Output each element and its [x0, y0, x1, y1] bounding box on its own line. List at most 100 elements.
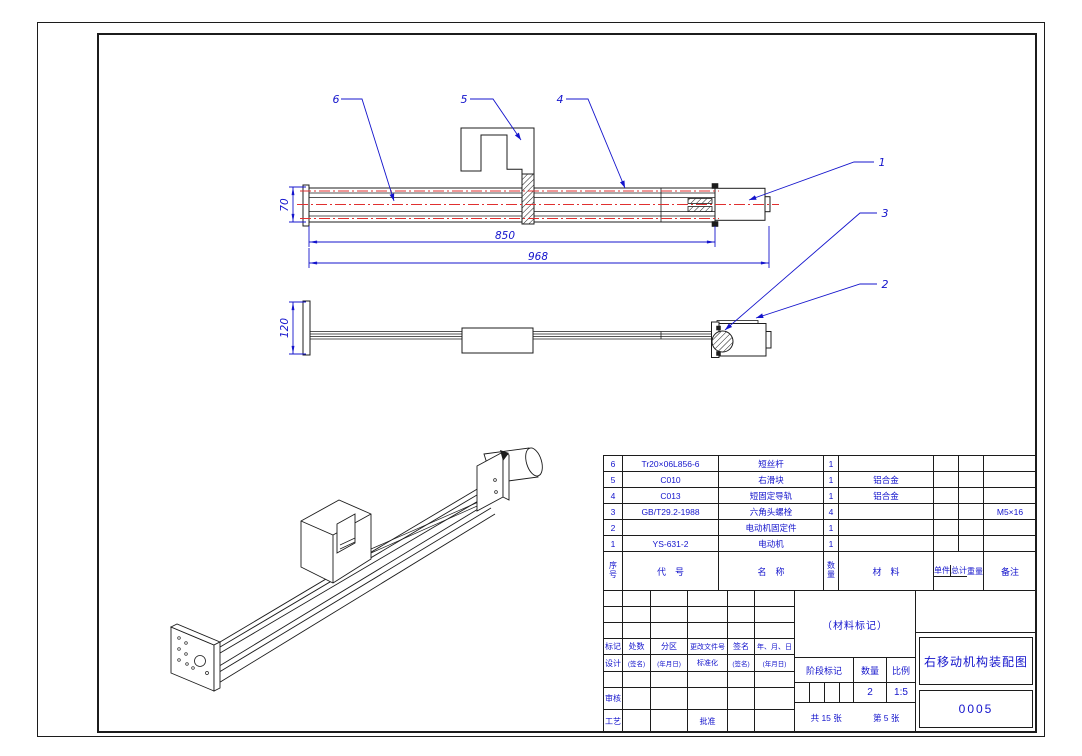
- bom-cell: 铝合金: [839, 472, 934, 488]
- bom-cell: 1: [824, 536, 839, 552]
- label-process: 工艺: [604, 710, 623, 732]
- bom-header-qty: 数量: [824, 552, 839, 590]
- bom-header-seq: 序号: [604, 552, 623, 590]
- bom-cell: [839, 536, 934, 552]
- leader-3: [724, 212, 877, 331]
- label-date-placeholder: (年月日): [651, 655, 688, 672]
- bom-header-code: 代 号: [623, 552, 719, 590]
- dim-850: [308, 226, 716, 247]
- bom-cell: 5: [604, 472, 623, 488]
- bom-cell: [959, 488, 984, 504]
- bom-cell: C010: [623, 472, 719, 488]
- bom-cell: [959, 472, 984, 488]
- leader-6: [341, 98, 395, 202]
- label-standardization: 标准化: [688, 655, 728, 672]
- bom-cell: [934, 456, 959, 472]
- bom-cell: GB/T29.2-1988: [623, 504, 719, 520]
- bom-cell: 4: [824, 504, 839, 520]
- dim-70: [289, 186, 306, 223]
- sheet-total: 共 15 张: [810, 712, 842, 723]
- bom-header-weight: 重量: [967, 566, 983, 576]
- bom-cell: 1: [824, 488, 839, 504]
- bom-cell: [839, 520, 934, 536]
- balloon-2: 2: [882, 278, 889, 291]
- label-design: 设计: [604, 655, 623, 672]
- dim-968: [308, 226, 770, 268]
- end-plate: [302, 184, 310, 227]
- bom-cell: [934, 472, 959, 488]
- balloon-3: 3: [882, 207, 889, 220]
- bom-header-qty-label: 数量: [827, 561, 835, 579]
- stage-header-row: 阶段标记 数量 比例: [795, 658, 915, 683]
- bom-cell: [623, 520, 719, 536]
- bom-header-total: 总计: [951, 566, 967, 575]
- drawing-frame: [97, 33, 1037, 733]
- leader-2: [755, 283, 877, 319]
- title-block-revision-grid: 标记 处数 分区 更改文件号 签名 年、月、日 设计 (签名) (年月日) 标准…: [604, 591, 795, 732]
- label-date-placeholder: (年月日): [755, 655, 794, 672]
- centerlines: [297, 190, 779, 219]
- label-stage-mark: 阶段标记: [795, 658, 854, 682]
- front-view: [297, 127, 779, 227]
- bom-table: 6 Tr20×06L856-6 短丝杆 1 5 C010 右滑块 1 铝合金 4…: [603, 455, 1037, 590]
- bom-cell: M5×16: [984, 504, 1036, 520]
- bom-cell: 1: [824, 520, 839, 536]
- bom-cell: [984, 488, 1036, 504]
- bom-cell: 电动机固定件: [719, 520, 824, 536]
- bom-cell: 右滑块: [719, 472, 824, 488]
- bom-cell: 短固定导轨: [719, 488, 824, 504]
- bom-cell: [959, 456, 984, 472]
- bom-cell: 铝合金: [839, 488, 934, 504]
- leader-5: [470, 98, 522, 141]
- bom-cell: [934, 520, 959, 536]
- sheet-number: 第 5 张: [872, 712, 900, 723]
- bom-cell: [839, 456, 934, 472]
- scale-value: 1:5: [894, 687, 908, 698]
- bom-cell: 1: [604, 536, 623, 552]
- label-approve: 批准: [688, 710, 728, 732]
- title-block-right: 右移动机构装配图 0005: [916, 591, 1036, 732]
- motor-flange-hatch: [711, 330, 734, 353]
- bom-cell: [959, 520, 984, 536]
- sheet-count-row: 共 15 张 第 5 张: [795, 703, 915, 732]
- slider-section-hatch: [521, 173, 535, 225]
- bom-header-seq-label: 序号: [609, 561, 617, 579]
- balloon-4: 4: [557, 93, 564, 106]
- bom-cell: Tr20×06L856-6: [623, 456, 719, 472]
- bom-cell: [984, 472, 1036, 488]
- balloon-5: 5: [461, 93, 468, 106]
- material-mark: （材料标记）: [795, 591, 915, 658]
- bom-header-name: 名 称: [719, 552, 824, 590]
- bom-cell: YS-631-2: [623, 536, 719, 552]
- leader-4: [566, 98, 626, 189]
- label-count: 处数: [623, 639, 651, 655]
- bom-cell: [984, 536, 1036, 552]
- iso-slider: [300, 499, 372, 584]
- balloon-leaders: 6 5 4 1 3 2: [333, 93, 889, 331]
- dim-text-968: 968: [528, 251, 548, 263]
- stage-values-row: 2 1:5: [795, 683, 915, 703]
- label-mark: 标记: [604, 639, 623, 655]
- side-view: [302, 300, 772, 358]
- bom-cell: [934, 488, 959, 504]
- label-scale: 比例: [891, 665, 910, 676]
- label-review: 审核: [604, 688, 623, 710]
- dim-text-120: 120: [279, 318, 291, 338]
- label-change-file: 更改文件号: [688, 639, 728, 655]
- drawing-number: 0005: [919, 690, 1033, 728]
- bom-header-unit: 单件: [934, 565, 951, 576]
- bom-cell: [934, 504, 959, 520]
- title-block: 标记 处数 分区 更改文件号 签名 年、月、日 设计 (签名) (年月日) 标准…: [603, 590, 1037, 733]
- bom-cell: [839, 504, 934, 520]
- balloon-6: 6: [333, 93, 340, 106]
- label-signature: 签名: [728, 639, 755, 655]
- label-date: 年、月、日: [755, 639, 794, 655]
- slider-side: [461, 327, 534, 354]
- dim-text-850: 850: [495, 230, 515, 242]
- bom-cell: [984, 520, 1036, 536]
- iso-motor: [476, 447, 543, 512]
- drawing-title: 右移动机构装配图: [919, 637, 1033, 685]
- dim-text-70: 70: [279, 198, 291, 212]
- slider-block: [460, 127, 535, 175]
